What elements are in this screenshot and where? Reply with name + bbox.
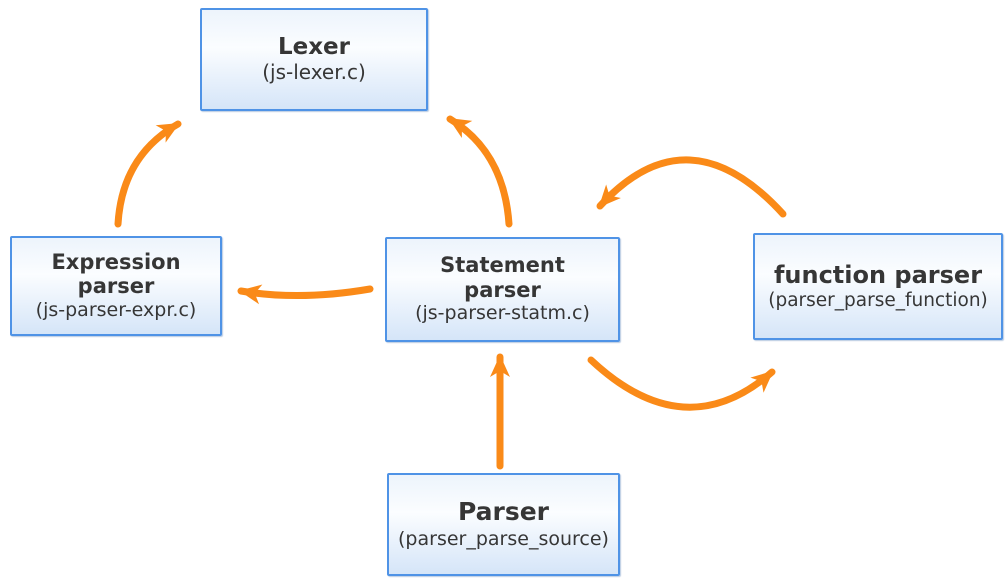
edge-arrow-statement-to-function — [587, 356, 776, 411]
node-function-parser-subtitle: (parser_parse_function) — [768, 289, 988, 311]
edge-arrow-statement-to-lexer — [446, 115, 513, 228]
node-lexer-title: Lexer — [277, 33, 351, 60]
node-statement-parser: Statement parser (js-parser-statm.c) — [385, 237, 620, 342]
node-parser: Parser (parser_parse_source) — [387, 473, 620, 576]
edge-arrow-statement-to-expression — [237, 284, 374, 305]
node-statement-parser-subtitle: (js-parser-statm.c) — [415, 302, 590, 325]
node-expression-parser-subtitle: (js-parser-expr.c) — [35, 298, 197, 321]
edge-arrow-function-to-statement — [596, 156, 787, 218]
node-expression-parser: Expression parser (js-parser-expr.c) — [10, 236, 222, 336]
node-parser-title: Parser — [457, 497, 549, 526]
node-parser-subtitle: (parser_parse_source) — [398, 528, 609, 551]
node-function-parser-title: function parser — [773, 260, 983, 289]
node-lexer: Lexer (js-lexer.c) — [200, 8, 428, 111]
edge-arrow-expression-to-lexer — [114, 120, 182, 228]
node-statement-parser-title: Statement parser — [440, 253, 565, 302]
node-lexer-subtitle: (js-lexer.c) — [262, 60, 366, 85]
node-function-parser: function parser (parser_parse_function) — [753, 233, 1003, 340]
node-expression-parser-title: Expression parser — [51, 249, 181, 299]
